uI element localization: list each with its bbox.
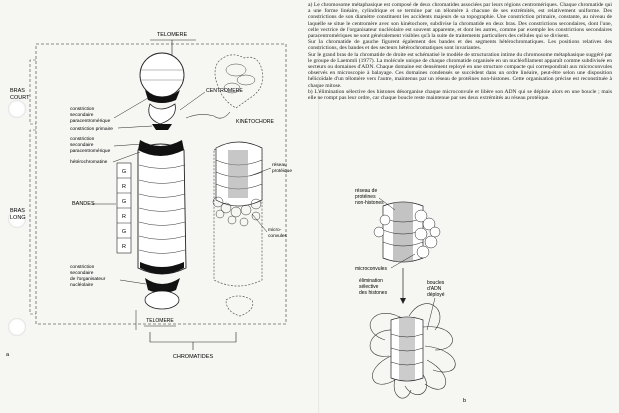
nucleolar-organizer-constriction bbox=[145, 278, 180, 293]
label-boucles-adn: boucles bbox=[427, 280, 445, 286]
label-chromatides: CHROMATIDES bbox=[173, 354, 214, 360]
label-constriction-org: nucléolaire bbox=[70, 282, 94, 288]
label-constriction-primaire: constriction primaire bbox=[70, 126, 113, 132]
label-boucles-adn: déployé bbox=[427, 292, 445, 298]
microconvule-coils bbox=[223, 63, 256, 94]
chromatid-right bbox=[213, 54, 264, 317]
label-telomere-bottom: TELOMERE bbox=[146, 318, 174, 324]
label-microconvules-b: microconvules bbox=[355, 266, 387, 272]
label-elimination: sélective bbox=[359, 284, 379, 290]
punch-hole bbox=[8, 210, 26, 228]
label-reseau-proteique: réseau bbox=[272, 162, 287, 168]
label-constriction-secondaire-para-b: secondaire bbox=[70, 142, 94, 148]
kinetochore-fibers bbox=[185, 111, 231, 119]
paragraph-a3: Sur le grand bras de la chromatide de dr… bbox=[308, 51, 612, 89]
label-reseau-proteines: protéines bbox=[355, 194, 376, 200]
chromatid-left-long-arm bbox=[137, 143, 187, 275]
label-constriction-org: secondaire bbox=[70, 270, 94, 276]
label-bras-long: BRAS bbox=[10, 208, 25, 214]
label-constriction-org: constriction bbox=[70, 264, 95, 270]
heterochromatin-block bbox=[138, 140, 184, 156]
chromosome-diagram: TELOMERE CENTROMERE G R G R G R bbox=[6, 32, 292, 360]
label-bras-court: COURT bbox=[10, 95, 30, 101]
label-elimination: élimination bbox=[359, 278, 383, 284]
label-microconvules: convules bbox=[268, 233, 288, 239]
label-bras-long: LONG bbox=[10, 215, 26, 221]
satellite bbox=[144, 290, 180, 310]
band-label: G bbox=[122, 229, 126, 235]
paracentromeric-constriction-top bbox=[145, 90, 180, 103]
label-boucles-adn: d'ADN bbox=[427, 286, 442, 292]
label-microconvules: micro- bbox=[268, 227, 282, 233]
label-telomere-top: TELOMERE bbox=[157, 32, 188, 38]
panel-letter-b: b bbox=[463, 398, 466, 404]
label-reseau-proteique: protéique bbox=[272, 168, 292, 174]
label-constriction-secondaire-para: secondaire bbox=[70, 112, 94, 118]
band-label: R bbox=[122, 184, 126, 190]
label-centromere: CENTROMERE bbox=[206, 88, 243, 94]
band-label: R bbox=[122, 244, 126, 250]
page-fold bbox=[318, 0, 320, 413]
microconvule-rosettes bbox=[373, 209, 441, 259]
chromatid-left-short-arm bbox=[139, 52, 185, 98]
band-label: G bbox=[122, 199, 126, 205]
punch-hole bbox=[8, 100, 26, 118]
band-label: G bbox=[122, 169, 126, 175]
paragraph-a2: Sur la chromatide de gauche figurent éga… bbox=[308, 39, 612, 52]
band-label: R bbox=[122, 214, 126, 220]
label-elimination: des histones bbox=[359, 290, 388, 296]
chromatides-bracket bbox=[149, 332, 237, 343]
lower-cylinder bbox=[390, 316, 424, 382]
punch-hole bbox=[8, 318, 26, 336]
diagram-frame bbox=[35, 43, 287, 325]
histone-elimination-diagram: réseau de protéines non-histones microco… bbox=[355, 188, 466, 404]
paragraph-b: b) L'élimination sélective des histones … bbox=[308, 88, 612, 102]
label-constriction-secondaire-para: paracentromérique bbox=[70, 118, 111, 124]
label-heterochromatine: hétérochromatine bbox=[70, 159, 108, 165]
bracket-lines bbox=[29, 59, 36, 315]
dna-loops bbox=[369, 303, 456, 399]
panel-letter-a: a bbox=[6, 352, 10, 358]
description-text: a) Le chromosome métaphasique est compos… bbox=[308, 2, 612, 101]
label-constriction-secondaire-para: constriction bbox=[70, 106, 95, 112]
label-bandes: BANDES bbox=[72, 201, 95, 207]
band-key-lines bbox=[117, 177, 131, 239]
paragraph-a: a) Le chromosome métaphasique est compos… bbox=[308, 2, 612, 40]
microconvule-loops bbox=[212, 196, 262, 227]
label-constriction-secondaire-para-b: constriction bbox=[70, 136, 95, 142]
bands bbox=[138, 164, 186, 254]
label-reseau-proteines: réseau de bbox=[355, 188, 377, 194]
coiled-section bbox=[215, 141, 263, 207]
label-constriction-secondaire-para-b: paracentromérique bbox=[70, 148, 111, 154]
label-reseau-proteines: non-histones bbox=[355, 200, 384, 206]
label-constriction-org: de l'organisateur bbox=[70, 276, 106, 282]
label-kinetochore: KINÉTOCHORE bbox=[236, 118, 274, 125]
label-bras-court: BRAS bbox=[10, 88, 25, 94]
